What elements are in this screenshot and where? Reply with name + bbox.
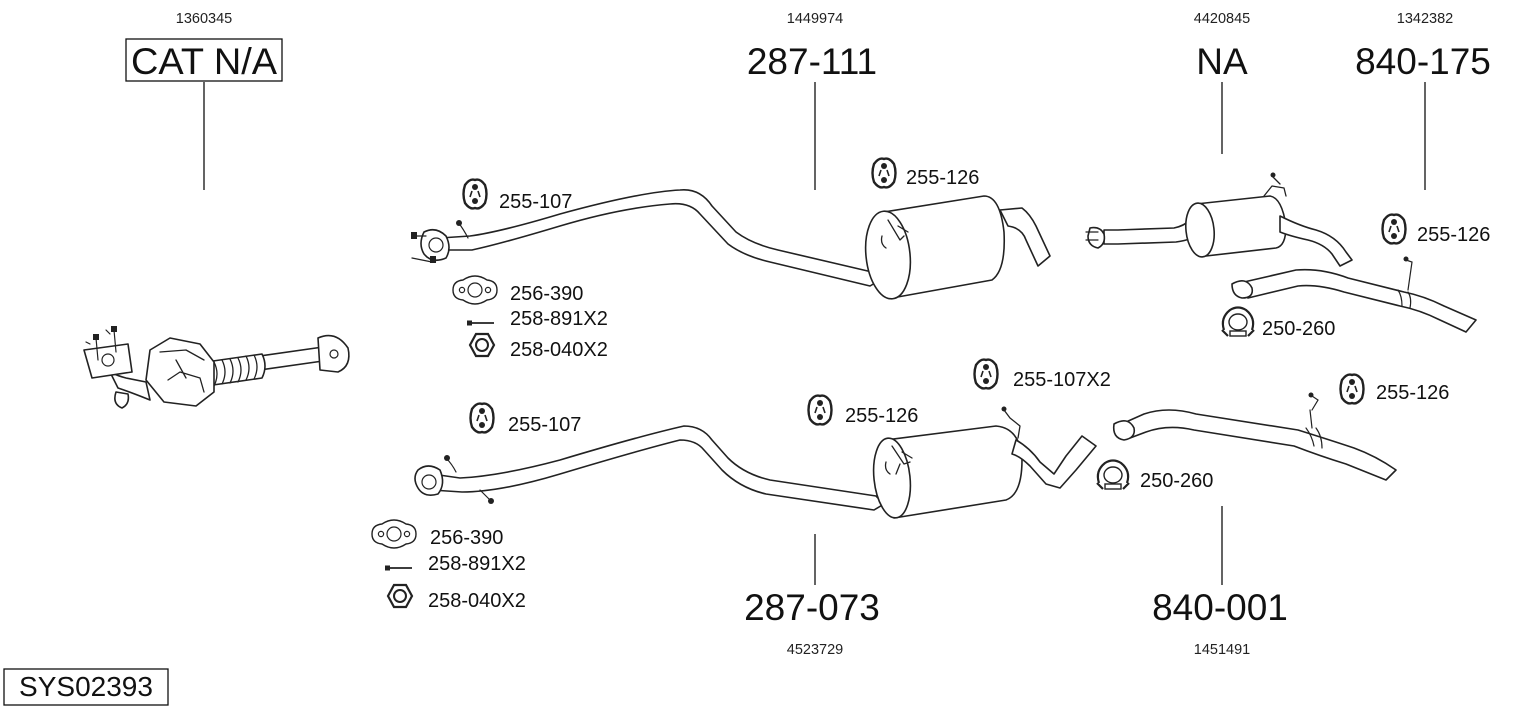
rear-silencer-lower[interactable] [1112, 392, 1397, 481]
rubber-hanger-icon [871, 157, 897, 189]
gasket-icon [371, 519, 417, 549]
fitting-label[interactable]: 255-107 [499, 191, 572, 213]
cat-part-number[interactable]: CAT N/A [131, 41, 277, 82]
fitting-label[interactable]: 255-126 [1417, 224, 1490, 246]
rubber-hanger-icon [462, 178, 488, 210]
fitting-label[interactable]: 258-891X2 [428, 553, 526, 575]
rear-lower-part-number[interactable]: 840-001 [1152, 587, 1288, 628]
fitting-label[interactable]: 255-107 [508, 414, 581, 436]
front-pipe-upper-ref: 1449974 [787, 11, 843, 27]
fitting-label[interactable]: 255-107X2 [1013, 369, 1111, 391]
fitting-label[interactable]: 256-390 [510, 283, 583, 305]
catalytic-converter[interactable] [83, 326, 350, 409]
front-pipe-lower-ref: 4523729 [787, 642, 843, 658]
nut-icon [468, 332, 496, 358]
rubber-hanger-icon [1339, 373, 1365, 405]
fitting-label[interactable]: 258-040X2 [428, 590, 526, 612]
rear-lower-ref: 1451491 [1194, 642, 1250, 658]
fitting-label[interactable]: 255-126 [1376, 382, 1449, 404]
clamp-icon [1220, 306, 1256, 338]
middle-section-upper[interactable] [1085, 172, 1353, 267]
rear-upper-part-number[interactable]: 840-175 [1355, 41, 1491, 82]
rubber-hanger-icon [973, 358, 999, 390]
rubber-hanger-icon [469, 402, 495, 434]
fitting-label[interactable]: 250-260 [1140, 470, 1213, 492]
front-pipe-lower-part-number[interactable]: 287-073 [744, 587, 880, 628]
rear-silencer-upper[interactable] [1231, 256, 1477, 333]
fitting-label[interactable]: 256-390 [430, 527, 503, 549]
bolt-icon [384, 564, 413, 572]
clamp-icon [1095, 459, 1131, 491]
front-pipe-upper-part-number[interactable]: 287-111 [747, 41, 877, 82]
bolt-icon [466, 319, 495, 327]
cat-label-box [125, 38, 283, 82]
middle-upper-ref: 4420845 [1194, 11, 1250, 27]
fitting-label[interactable]: 258-891X2 [510, 308, 608, 330]
gasket-icon [452, 275, 498, 305]
fitting-label[interactable]: 258-040X2 [510, 339, 608, 361]
nut-icon [386, 583, 414, 609]
silencer-lower[interactable] [870, 406, 1097, 520]
cat-ref-number: 1360345 [176, 11, 232, 27]
diagram-id: SYS02393 [19, 671, 153, 702]
front-pipe-upper[interactable] [411, 189, 881, 287]
front-pipe-lower[interactable] [414, 425, 885, 511]
rubber-hanger-icon [807, 394, 833, 426]
middle-upper-part-number[interactable]: NA [1196, 41, 1248, 82]
fitting-label[interactable]: 255-126 [845, 405, 918, 427]
rubber-hanger-icon [1381, 213, 1407, 245]
fitting-label[interactable]: 250-260 [1262, 318, 1335, 340]
fitting-label[interactable]: 255-126 [906, 167, 979, 189]
rear-upper-ref: 1342382 [1397, 11, 1453, 27]
diagram-id-box [3, 668, 169, 706]
silencer-upper-front[interactable] [862, 195, 1051, 301]
